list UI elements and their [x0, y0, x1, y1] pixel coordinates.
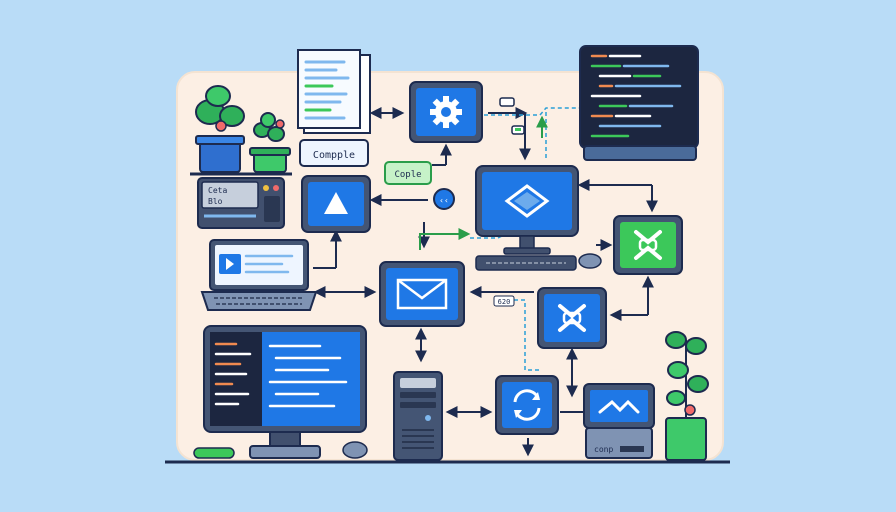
server-text-line2: Blo: [208, 197, 223, 206]
email-icon: [396, 278, 448, 310]
stylus-icon: [193, 447, 235, 459]
server-unit-icon: Ceta Blo: [197, 177, 285, 229]
x-icon: [558, 304, 586, 332]
document-icon: [297, 49, 371, 134]
x-monitor-middle: [537, 287, 607, 349]
printer-icon: conp: [583, 383, 655, 459]
plant-icon: [249, 112, 291, 173]
x-icon: [634, 230, 662, 260]
refresh-monitor: [495, 375, 559, 435]
x-monitor-right: [613, 215, 683, 275]
email-monitor: [379, 261, 465, 327]
chat-node: ‹‹: [433, 188, 455, 210]
printer-text: conp: [594, 445, 613, 454]
refresh-icon: [513, 389, 541, 421]
tag-small: 620: [493, 295, 515, 307]
triangle-icon: [324, 192, 348, 214]
mouse-icon: [578, 253, 602, 269]
green-badge-label: Cople: [394, 170, 421, 180]
mouse-icon: [342, 441, 368, 459]
triangle-monitor: [301, 175, 371, 233]
plant-icon: [665, 331, 709, 461]
plant-icon: [195, 85, 245, 173]
compile-callout-label: Compple: [313, 150, 355, 161]
small-tag-label: 620: [498, 298, 511, 306]
gear-monitor: [409, 81, 483, 143]
code-monitor-icon: [193, 325, 368, 459]
laptop-icon: [200, 239, 318, 311]
server-text-line1: Ceta: [208, 186, 227, 195]
tower-icon: [393, 371, 443, 461]
compile-callout: Compple: [299, 139, 369, 167]
desktop-monitor-icon: [475, 165, 602, 271]
green-badge: Cople: [384, 161, 432, 185]
svg-text:‹‹: ‹‹: [439, 196, 449, 205]
code-monitor-icon: [579, 45, 699, 161]
gear-icon: [430, 96, 462, 128]
tag-top: [499, 97, 525, 135]
connector-lines: [313, 107, 658, 457]
green-connectors: [419, 115, 548, 250]
